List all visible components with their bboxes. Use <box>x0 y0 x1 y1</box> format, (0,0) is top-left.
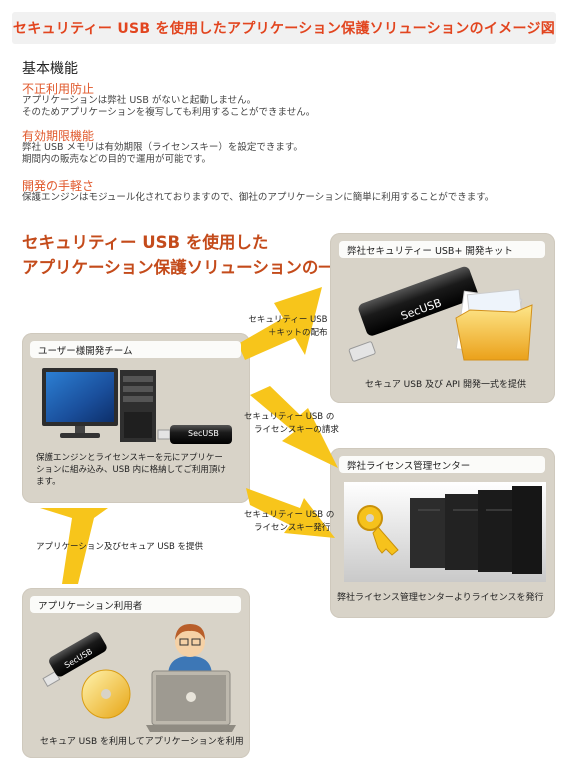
key-icon <box>357 505 399 556</box>
kit-caption: セキュア USB 及び API 開発一式を提供 <box>365 380 526 390</box>
example-heading-line-1: セキュリティー USB を使用した <box>22 233 269 252</box>
arrow-license-issue-line-1: セキュリティー USB の <box>244 510 335 520</box>
arrow-license-request-line-2: ライセンスキーの請求 <box>254 425 339 435</box>
dev-box-label: ユーザー様開発チーム <box>30 341 241 358</box>
license-box-label: 弊社ライセンス管理センター <box>339 456 545 473</box>
arrow-license-issue-line-2: ライセンスキー発行 <box>254 523 331 533</box>
feature-heading-2: 有効期限機能 <box>22 129 95 143</box>
arrow-provide-label: アプリケーション及びセキュア USB を提供 <box>36 542 204 552</box>
feature-text-3a: 保護エンジンはモジュール化されておりますので、御社のアプリケーションに簡単に利用… <box>22 192 495 203</box>
dev-usb-text: SecUSB <box>188 429 219 438</box>
feature-text-2a: 弊社 USB メモリは有効期限（ライセンスキー）を設定できます。 <box>22 142 303 153</box>
basic-features-heading: 基本機能 <box>22 61 78 77</box>
feature-heading-1: 不正利用防止 <box>22 82 95 96</box>
laptop-icon <box>146 670 236 732</box>
usb-stick-icon <box>348 266 478 362</box>
arrow-kit-delivery-label: セキュリティー USB ＋キットの配布 <box>246 314 328 340</box>
user-caption: セキュア USB を利用してアプリケーションを利用 <box>40 737 244 747</box>
usb-stick-icon-user <box>42 632 107 688</box>
license-caption: 弊社ライセンス管理センターよりライセンスを発行 <box>337 593 544 603</box>
arrow-kit-delivery <box>238 287 322 360</box>
user-box-label: アプリケーション利用者 <box>30 596 241 613</box>
arrow-license-request <box>250 386 338 468</box>
dev-description: 保護エンジンとライセンスキーを元にアプリケー ションに組み込み、USB 内に格納… <box>36 452 226 488</box>
kit-box-label: 弊社セキュリティー USB+ 開発キット <box>339 241 545 258</box>
pc-tower-icon <box>120 370 156 442</box>
feature-text-2b: 期間内の販売などの目的で運用が可能です。 <box>22 154 212 165</box>
dev-desc-line-3: ます。 <box>36 477 61 487</box>
title-bar: セキュリティー USB を使用したアプリケーション保護ソリューションのイメージ図 <box>12 12 556 44</box>
arrow-provide <box>40 508 108 584</box>
monitor-icon <box>42 368 118 438</box>
feature-text-1b: そのためアプリケーションを複写しても利用することができません。 <box>22 107 316 118</box>
cd-icon <box>81 669 131 719</box>
arrow-license-request-label: セキュリティー USB の ライセンスキーの請求 <box>244 411 339 437</box>
example-heading: セキュリティー USB を使用した アプリケーション保護ソリューションの一例 <box>22 230 351 280</box>
feature-heading-3: 開発の手軽さ <box>22 179 95 193</box>
arrow-license-issue <box>246 488 335 538</box>
arrow-kit-delivery-line-1: セキュリティー USB <box>248 315 328 325</box>
example-heading-line-2: アプリケーション保護ソリューションの一例 <box>22 258 352 277</box>
folder-icon <box>455 288 533 361</box>
arrow-license-request-line-1: セキュリティー USB の <box>244 412 335 422</box>
arrow-license-issue-label: セキュリティー USB の ライセンスキー発行 <box>244 509 334 535</box>
feature-text-1a: アプリケーションは弊社 USB がないと起動しません。 <box>22 95 257 106</box>
dev-desc-line-2: ションに組み込み、USB 内に格納してご利用頂け <box>36 465 226 475</box>
page-title: セキュリティー USB を使用したアプリケーション保護ソリューションのイメージ図 <box>12 21 556 37</box>
usb-stick-icon-dev <box>157 425 232 444</box>
dev-desc-line-1: 保護エンジンとライセンスキーを元にアプリケー <box>36 453 223 463</box>
arrow-kit-delivery-line-2: ＋キットの配布 <box>268 328 328 338</box>
